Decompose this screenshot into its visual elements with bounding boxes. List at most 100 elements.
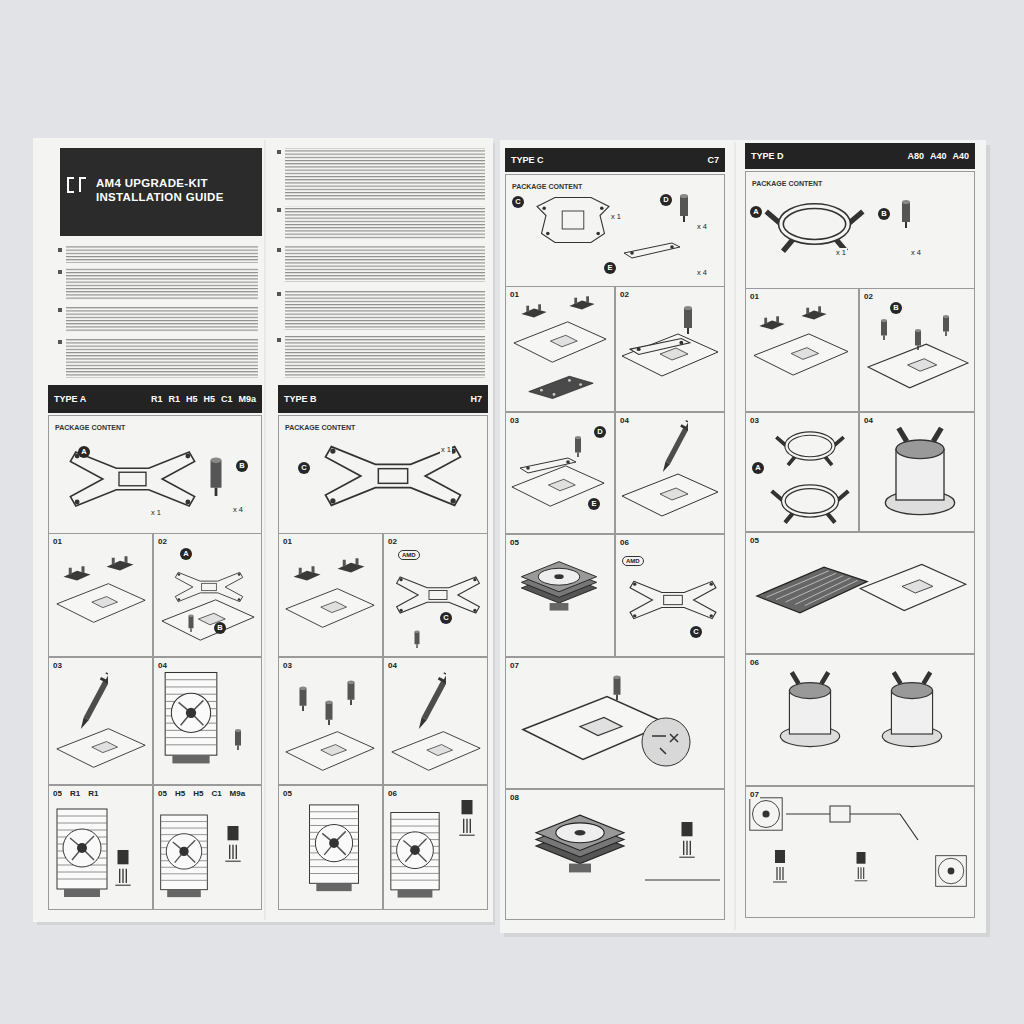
- callout-letter: B: [878, 208, 890, 220]
- step-number: 03: [749, 416, 760, 425]
- type-header: TYPE AR1R1H5H5C1M9a: [48, 385, 262, 413]
- step-heading: 02: [157, 537, 168, 546]
- step-number: 05: [509, 538, 520, 547]
- callout-letter: B: [890, 302, 902, 314]
- step-panel: 04: [153, 657, 262, 785]
- step-panel: 05R1R1: [48, 785, 153, 910]
- step-panel: 01: [745, 288, 859, 412]
- step-number: 02: [157, 537, 168, 546]
- step-panel: 02: [153, 533, 262, 657]
- panel-heading: PACKAGE CONTENT: [752, 180, 822, 187]
- quantity-label: x 1: [610, 212, 622, 221]
- model-name: H7: [470, 394, 482, 404]
- step-heading: 05: [509, 538, 520, 547]
- step-number: 02: [863, 292, 874, 301]
- callout-letter: C: [690, 626, 702, 638]
- model-name: C7: [707, 155, 719, 165]
- brand-mark: AMD: [622, 556, 644, 566]
- callout-letter: C: [298, 462, 310, 474]
- callout-letter: B: [236, 460, 248, 472]
- model-name: A40: [930, 151, 947, 161]
- model-name: A40: [952, 151, 969, 161]
- step-number: 02: [387, 537, 398, 546]
- step-heading: 04: [863, 416, 874, 425]
- step-number: 05: [52, 789, 63, 798]
- step-panel: 01: [278, 533, 383, 657]
- model-name: R1: [151, 394, 163, 404]
- model-name: M9a: [238, 394, 256, 404]
- quantity-label: x 1: [440, 445, 452, 454]
- step-panel: 07: [745, 786, 975, 918]
- step-number: 04: [619, 416, 630, 425]
- step-number: 04: [863, 416, 874, 425]
- step-heading: 02: [387, 537, 398, 546]
- step-heading: 07: [509, 661, 520, 670]
- step-heading: 05R1R1: [52, 789, 99, 798]
- step-heading: 05H5H5C1M9a: [157, 789, 246, 798]
- step-heading: 04: [157, 661, 168, 670]
- step-number: 06: [749, 658, 760, 667]
- callout-letter: A: [180, 548, 192, 560]
- model-list: C7: [707, 155, 719, 165]
- type-title: TYPE A: [54, 394, 86, 404]
- step-panel: 05: [505, 534, 615, 657]
- type-header: TYPE B H7: [278, 385, 488, 413]
- step-heading: 03: [52, 661, 63, 670]
- step-panel: 06: [745, 654, 975, 786]
- step-number: 03: [52, 661, 63, 670]
- model-name: R1: [87, 789, 99, 798]
- step-panel: 05: [278, 785, 383, 910]
- step-number: 05: [282, 789, 293, 798]
- model-list: R1R1H5H5C1M9a: [151, 394, 256, 404]
- step-number: 05: [157, 789, 168, 798]
- callout-letter: E: [604, 262, 616, 274]
- step-heading: 02: [863, 292, 874, 301]
- step-number: 02: [619, 290, 630, 299]
- step-heading: 06: [749, 658, 760, 667]
- step-panel: 03: [48, 657, 153, 785]
- callout-letter: A: [78, 446, 90, 458]
- step-heading: 07: [749, 790, 760, 799]
- step-heading: 01: [749, 292, 760, 301]
- step-heading: 01: [52, 537, 63, 546]
- model-name: H5: [203, 394, 215, 404]
- step-heading: 06: [387, 789, 398, 798]
- step-heading: 03: [749, 416, 760, 425]
- step-heading: 06: [619, 538, 630, 547]
- model-name: H5: [174, 789, 186, 798]
- quantity-label: x 4: [696, 268, 708, 277]
- callout-letter: A: [752, 462, 764, 474]
- callout-letter: E: [588, 498, 600, 510]
- step-number: 03: [509, 416, 520, 425]
- panel-heading: PACKAGE CONTENT: [285, 424, 355, 431]
- quantity-label: x 4: [696, 222, 708, 231]
- package-content-panel: PACKAGE CONTENT: [745, 171, 975, 288]
- brand-mark: AMD: [398, 550, 420, 560]
- step-panel: 06: [615, 534, 725, 657]
- model-name: C1: [210, 789, 222, 798]
- step-heading: 03: [282, 661, 293, 670]
- guide-title: AM4 UPGRADE-KIT INSTALLATION GUIDE: [96, 176, 256, 204]
- step-heading: 05: [282, 789, 293, 798]
- step-number: 08: [509, 793, 520, 802]
- type-title: TYPE C: [511, 155, 544, 165]
- step-number: 04: [387, 661, 398, 670]
- step-heading: 02: [619, 290, 630, 299]
- step-panel: 06: [383, 785, 488, 910]
- package-content-panel: PACKAGE CONTENT: [278, 415, 488, 533]
- step-panel: 04: [615, 412, 725, 534]
- model-name: R1: [168, 394, 180, 404]
- type-title: TYPE B: [284, 394, 317, 404]
- step-number: 01: [282, 537, 293, 546]
- model-list: A80A40A40: [907, 151, 969, 161]
- callout-letter: C: [512, 196, 524, 208]
- step-number: 07: [749, 790, 760, 799]
- panel-heading: PACKAGE CONTENT: [55, 424, 125, 431]
- step-number: 07: [509, 661, 520, 670]
- type-header: TYPE C C7: [505, 148, 725, 172]
- step-heading: 04: [387, 661, 398, 670]
- model-name: H5: [192, 789, 204, 798]
- step-panel: 04: [383, 657, 488, 785]
- step-number: 06: [387, 789, 398, 798]
